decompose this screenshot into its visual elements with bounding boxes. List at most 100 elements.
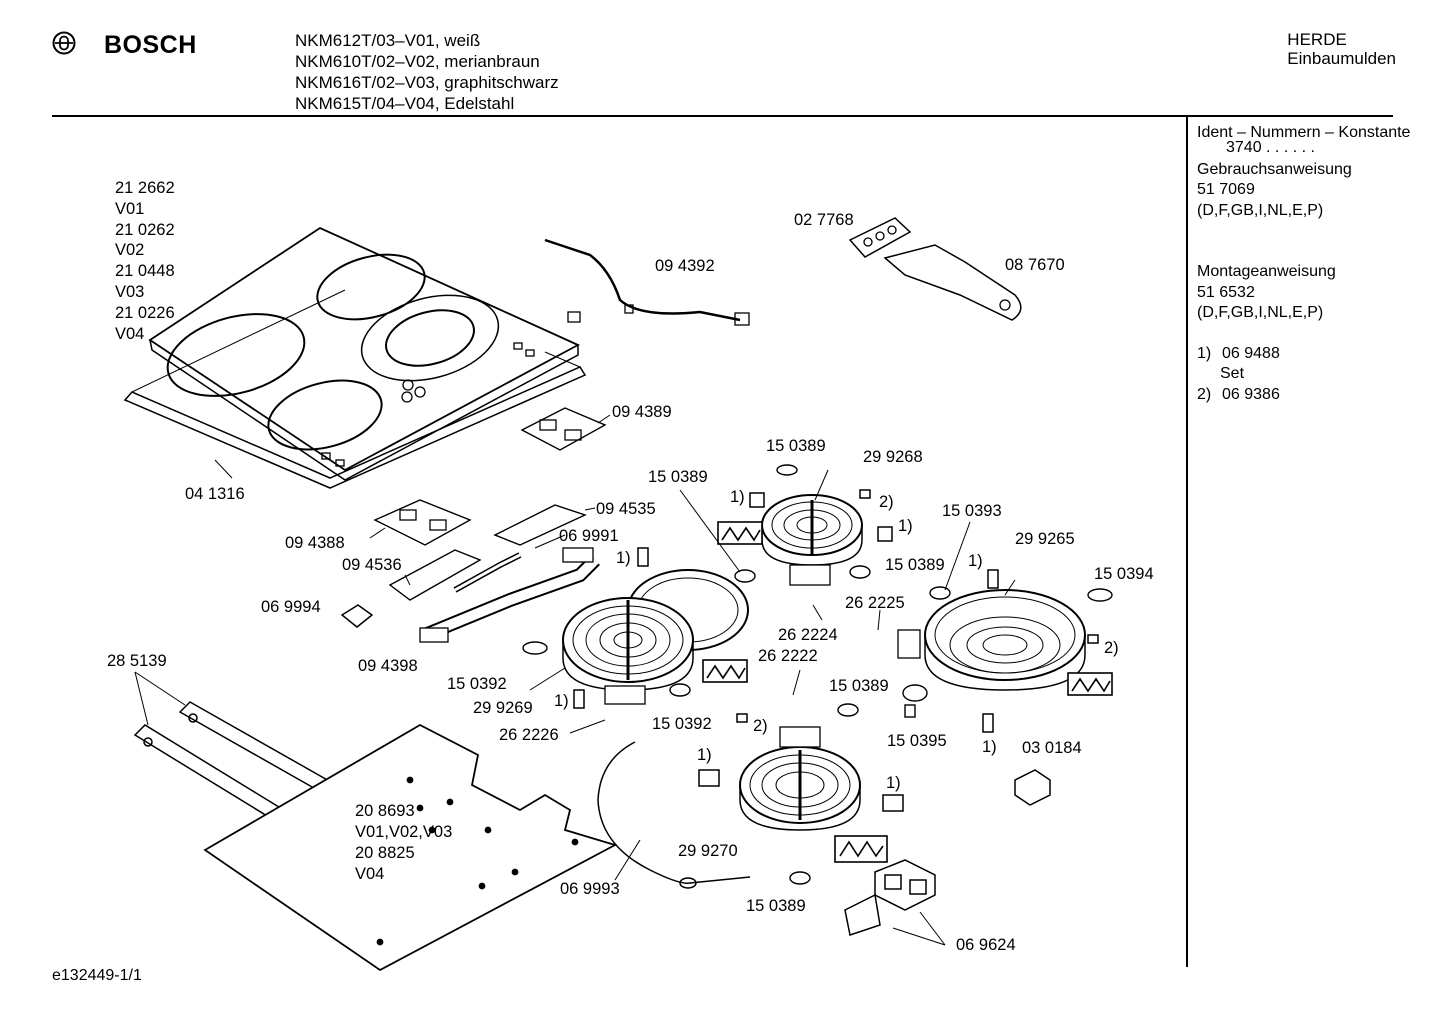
part-label: 15 0389 [648,468,708,486]
bracket-069994 [340,604,374,628]
note-1-key: 1) [1197,345,1212,362]
part-label: 15 0394 [1094,565,1154,583]
leader-line [214,459,233,479]
connector-icons [573,489,1099,812]
part-label: 29 9265 [1015,530,1075,548]
note-1-value: 06 9488 [1222,345,1280,362]
ident-value: 3740 . . . . . . [1226,139,1315,156]
part-label: 06 9991 [559,527,619,545]
footnote-marker: 1) [697,746,712,764]
ribbon-cable-069991 [453,534,566,593]
manual-title: Gebrauchsanweisung [1197,161,1352,178]
part-label: 03 0184 [1022,739,1082,757]
note-1-extra: Set [1220,365,1245,382]
bosch-logo-icon [52,31,76,55]
brand-name: BOSCH [104,31,197,59]
category: HERDE Einbaumulden [1287,30,1396,68]
hob-frame [123,289,587,489]
earth-wire-069993 [597,741,751,884]
part-label: 09 4535 [596,500,656,518]
ident-label: Ident – Nummern – Konstante [1197,124,1411,141]
heating-element-299268 [761,469,863,586]
part-label: 15 0392 [447,675,507,693]
footnote-marker: 2) [879,493,894,511]
part-label: 09 4398 [358,657,418,675]
manual-languages: (D,F,GB,I,NL,E,P) [1197,202,1324,219]
control-board-094389 [520,407,611,451]
footnote-marker: 1) [616,549,631,567]
model-list: NKM612T/03–V01, weiß NKM610T/02–V02, mer… [295,30,559,114]
note-2-value: 06 9386 [1222,386,1280,403]
part-label: 02 7768 [794,211,854,229]
part-label: 04 1316 [185,485,245,503]
model-line: NKM612T/03–V01, weiß [295,31,481,50]
mounting-number: 51 6532 [1197,284,1255,301]
ribbon-cable-094398 [419,547,600,643]
part-label: 29 9269 [473,699,533,717]
document-code: e132449-1/1 [52,967,142,984]
footnote-marker: 2) [1104,639,1119,657]
part-number: 21 0226 [115,303,175,322]
heating-element-299270 [739,726,861,831]
manual-number: 51 7069 [1197,181,1255,198]
category-line: HERDE [1287,30,1347,49]
part-label: 26 2225 [845,594,905,612]
part-label: 29 9270 [678,842,738,860]
leader-lines [134,489,971,946]
footnote-marker: 1) [554,692,569,710]
note-2-key: 2) [1197,386,1212,403]
heating-element-299269 [562,569,749,705]
part-variant: V02 [115,241,145,260]
model-line: NKM615T/04–V04, Edelstahl [295,94,515,113]
part-variant: V03 [115,282,145,301]
part-label: 09 4388 [285,534,345,552]
part-label: 15 0389 [829,677,889,695]
base-plate-variant-list: 20 8693 V01,V02,V03 20 8825 V04 [355,801,452,885]
model-line: NKM610T/02–V02, merianbraun [295,52,540,71]
part-label: 26 2226 [499,726,559,744]
heating-element-299265 [897,579,1086,691]
mounting-clips [522,464,1113,885]
sidebar-divider [1186,117,1188,967]
part-label: 06 9993 [560,880,620,898]
part-label: 28 5139 [107,652,167,670]
thermal-limiter-symbol [702,521,1113,863]
terminal-block-069624 [844,859,936,936]
part-label: 15 0389 [746,897,806,915]
part-label: 15 0389 [885,556,945,574]
part-label: 15 0393 [942,502,1002,520]
category-line: Einbaumulden [1287,49,1396,68]
part-number: 21 0448 [115,262,175,281]
control-board-094388 [369,499,472,546]
model-line: NKM616T/02–V03, graphitschwarz [295,73,559,92]
part-label: 09 4392 [655,257,715,275]
terminal-block-030184 [1014,769,1051,806]
part-label: 15 0395 [887,732,947,750]
control-board-094536 [388,549,482,601]
part-number: 20 8693 [355,802,415,820]
mounting-title: Montageanweisung [1197,263,1336,280]
hob-glass-top [148,226,581,481]
tool-087670 [848,217,1022,321]
part-variant: V04 [115,324,145,343]
footnote-marker: 1) [898,517,913,535]
footnote-marker: 1) [968,552,983,570]
part-label: 06 9994 [261,598,321,616]
header-divider [52,115,1393,117]
footnote-marker: 1) [730,488,745,506]
part-variant: V01,V02,V03 [355,823,453,841]
part-label: 06 9624 [956,936,1016,954]
part-label: 09 4536 [342,556,402,574]
base-plate [203,723,618,972]
footnote-marker: 2) [753,717,768,735]
part-label: 26 2224 [778,626,838,644]
part-label: 15 0389 [766,437,826,455]
part-number: 21 2662 [115,179,175,197]
part-label: 15 0392 [652,715,712,733]
part-label: 09 4389 [612,403,672,421]
part-variant: V01 [115,199,145,218]
part-label: 29 9268 [863,448,923,466]
part-number: 21 0262 [115,220,175,239]
part-variant: V04 [355,865,385,883]
